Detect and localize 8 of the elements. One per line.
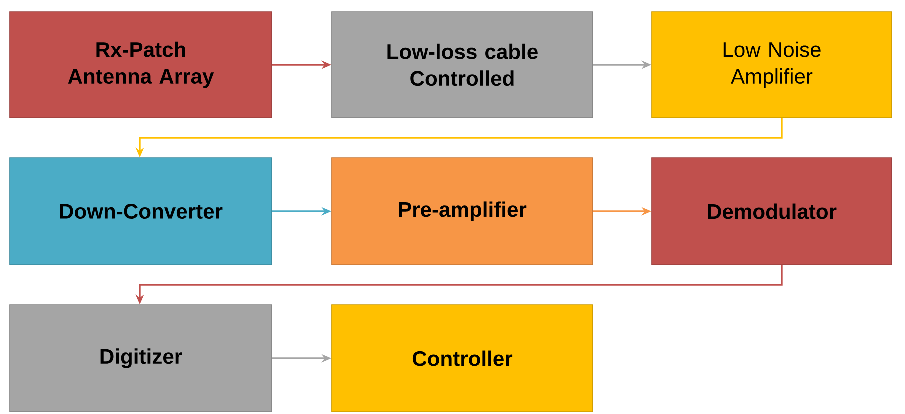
process-box: Low-loss cable Controlled (332, 12, 594, 118)
process-box: Rx-Patch Antenna Array (10, 12, 272, 118)
process-box: Low Noise Amplifier (652, 12, 892, 118)
process-box: Controller (332, 304, 594, 412)
process-box: Digitizer (10, 304, 272, 412)
process-box: Demodulator (652, 158, 892, 266)
process-box: Down-Converter (10, 158, 272, 266)
process-box: Pre-amplifier (332, 158, 594, 266)
